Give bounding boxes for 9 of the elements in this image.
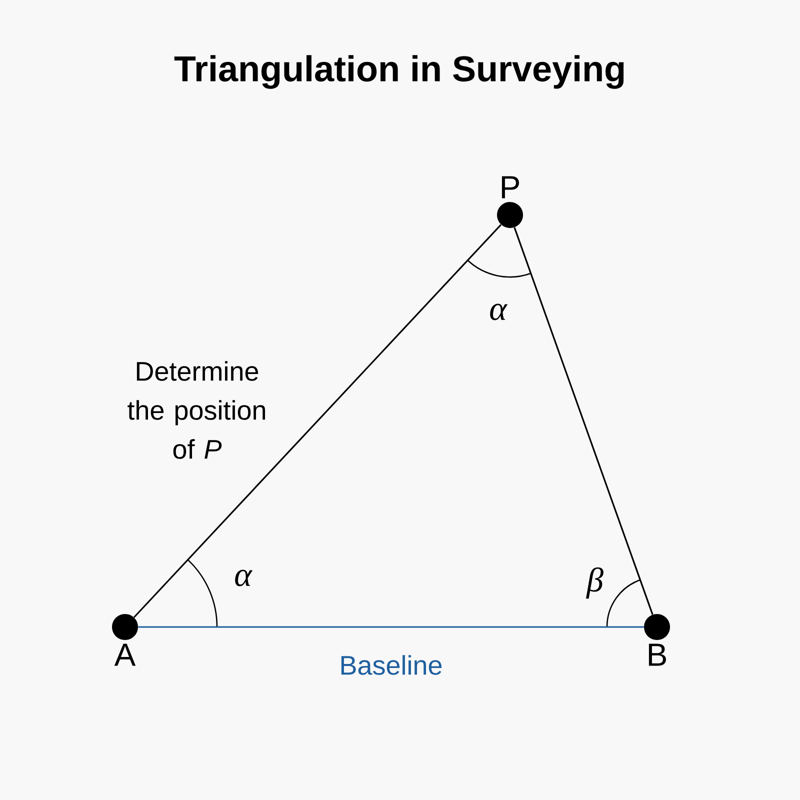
annotation: Determine the position of P [128, 361, 266, 459]
angle-label: α [490, 304, 508, 320]
line [514, 227, 654, 615]
angle-label: β [586, 567, 604, 599]
edge-label: Baseline [341, 655, 442, 675]
line [133, 224, 502, 618]
angle-label: α [235, 570, 252, 586]
title: Triangulation in Surveying [174, 55, 624, 89]
line [138, 626, 644, 628]
